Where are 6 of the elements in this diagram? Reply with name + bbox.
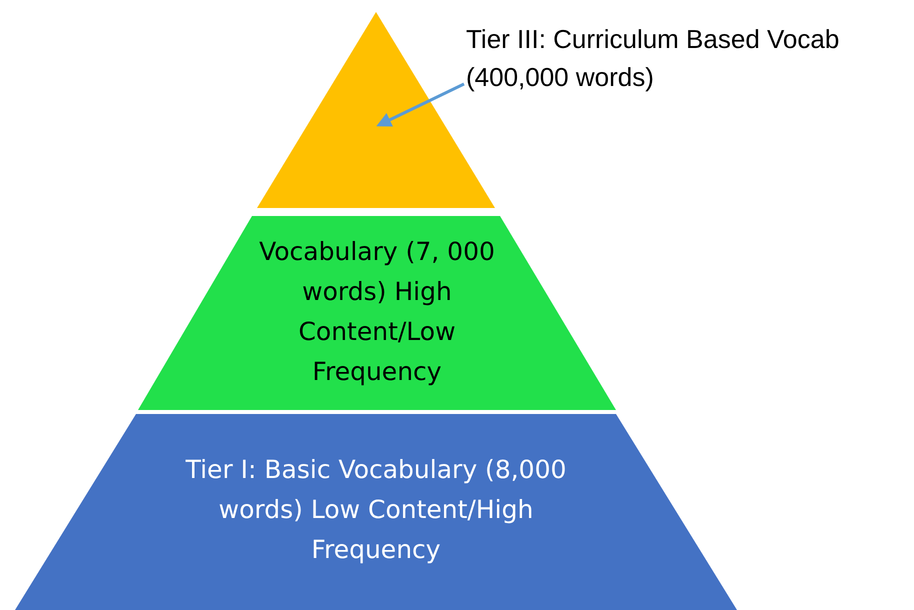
callout-text: Tier III: Curriculum Based Vocab (400,000 words) <box>466 20 914 96</box>
tier-label: Vocabulary (7, 000 words) High Content/Low Frequency <box>258 236 496 388</box>
pyramid-bottom-band <box>15 414 737 610</box>
pyramid-middle-band <box>138 216 616 410</box>
arrow <box>376 82 465 127</box>
tier-label: Tier I: Basic Vocabulary (8,000 words) Low Content/High Frequency <box>184 454 568 566</box>
